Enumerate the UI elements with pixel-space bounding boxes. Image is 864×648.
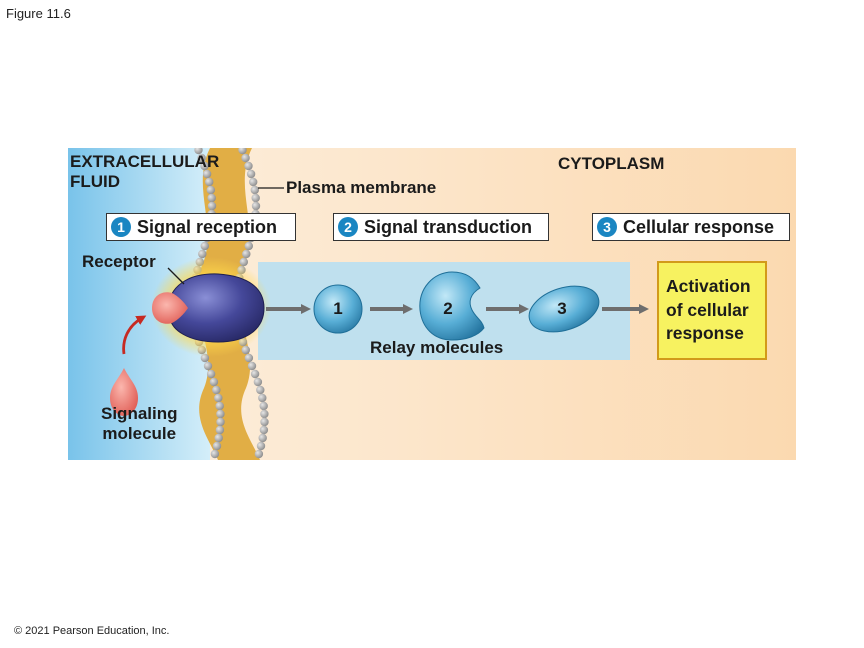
phospholipid-head-icon [212,441,222,451]
step-title: Signal transduction [364,216,533,237]
bound-signaling-molecule-icon [152,292,188,324]
relay-molecule-1-icon [313,284,363,334]
step-cellular-response: 3 Cellular response [592,213,790,241]
phospholipid-head-icon [241,153,250,163]
phospholipid-head-icon [215,401,224,411]
phospholipid-head-icon [214,393,223,403]
phospholipid-head-icon [215,425,225,435]
step-signal-transduction: 2 Signal transduction [333,213,549,241]
cellular-response-text: Activation of cellular response [666,276,751,344]
relay-molecule-2-icon [419,271,485,341]
phospholipid-head-icon [200,241,209,251]
signaling-molecule-icon [110,368,138,416]
phospholipid-head-icon [214,433,223,443]
phospholipid-head-icon [207,193,216,203]
binding-arrow-icon [122,315,147,355]
phospholipid-head-icon [260,417,269,427]
diagram-graphics [68,148,796,460]
phospholipid-head-icon [247,361,257,371]
receptor-leader-line [167,267,185,285]
relay-molecules-label: Relay molecules [370,338,504,357]
receptor-label: Receptor [82,252,156,271]
phospholipid-head-icon [203,361,213,371]
phospholipid-head-icon [244,161,253,171]
phospholipid-head-icon [246,169,256,179]
phospholipid-head-icon [250,185,259,195]
copyright-notice: © 2021 Pearson Education, Inc. [14,625,170,637]
phospholipid-head-icon [206,369,216,379]
phospholipid-head-icon [242,249,251,259]
phospholipid-head-icon [259,425,269,435]
phospholipid-head-icon [198,249,207,259]
phospholipid-head-icon [244,241,253,251]
signal-transduction-diagram: EXTRACELLULAR FLUID CYTOPLASM Plasma mem… [68,148,796,460]
phospholipid-head-icon [258,433,267,443]
phospholipid-head-icon [251,193,260,203]
relay-number-3: 3 [557,299,567,318]
phospholipid-head-icon [259,401,268,411]
plasma-membrane-label: Plasma membrane [286,178,437,197]
phospholipid-head-icon [210,449,220,459]
step-title: Cellular response [623,216,775,237]
phospholipid-head-icon [254,449,264,459]
phospholipid-head-icon [207,201,217,211]
phospholipid-head-icon [206,185,215,195]
relay-molecule-3-icon [528,285,600,333]
phospholipid-head-icon [205,177,214,187]
figure-label: Figure 11.6 [6,6,71,21]
cellular-response-box: Activation of cellular response [657,261,767,360]
signaling-molecule-label: Signaling molecule [101,404,178,443]
phospholipid-head-icon [212,385,221,395]
phospholipid-head-icon [209,377,219,387]
phospholipid-head-icon [256,385,265,395]
step-signal-reception: 1 Signal reception [106,213,296,241]
cytoplasm-label: CYTOPLASM [558,154,665,173]
phospholipid-head-icon [238,148,247,155]
phospholipid-head-icon [258,393,267,403]
phospholipid-head-icon [194,148,203,155]
relay-number-2: 2 [443,299,453,318]
phospholipid-head-icon [250,369,260,379]
phospholipid-head-icon [244,353,254,363]
phospholipid-head-icon [216,417,225,427]
phospholipid-head-icon [249,177,258,187]
step-number-badge: 2 [338,217,358,237]
phospholipid-head-icon [251,201,261,211]
relay-number-1: 1 [333,299,343,318]
phospholipid-head-icon [202,169,212,179]
phospholipid-head-icon [216,409,225,419]
extracellular-fluid-label: EXTRACELLULAR FLUID [70,152,220,191]
phospholipid-head-icon [200,161,209,171]
phospholipid-head-icon [253,377,263,387]
step-number-badge: 3 [597,217,617,237]
phospholipid-head-icon [256,441,266,451]
step-number-badge: 1 [111,217,131,237]
step-title: Signal reception [137,216,278,237]
phospholipid-head-icon [260,409,269,419]
phospholipid-head-icon [197,153,206,163]
